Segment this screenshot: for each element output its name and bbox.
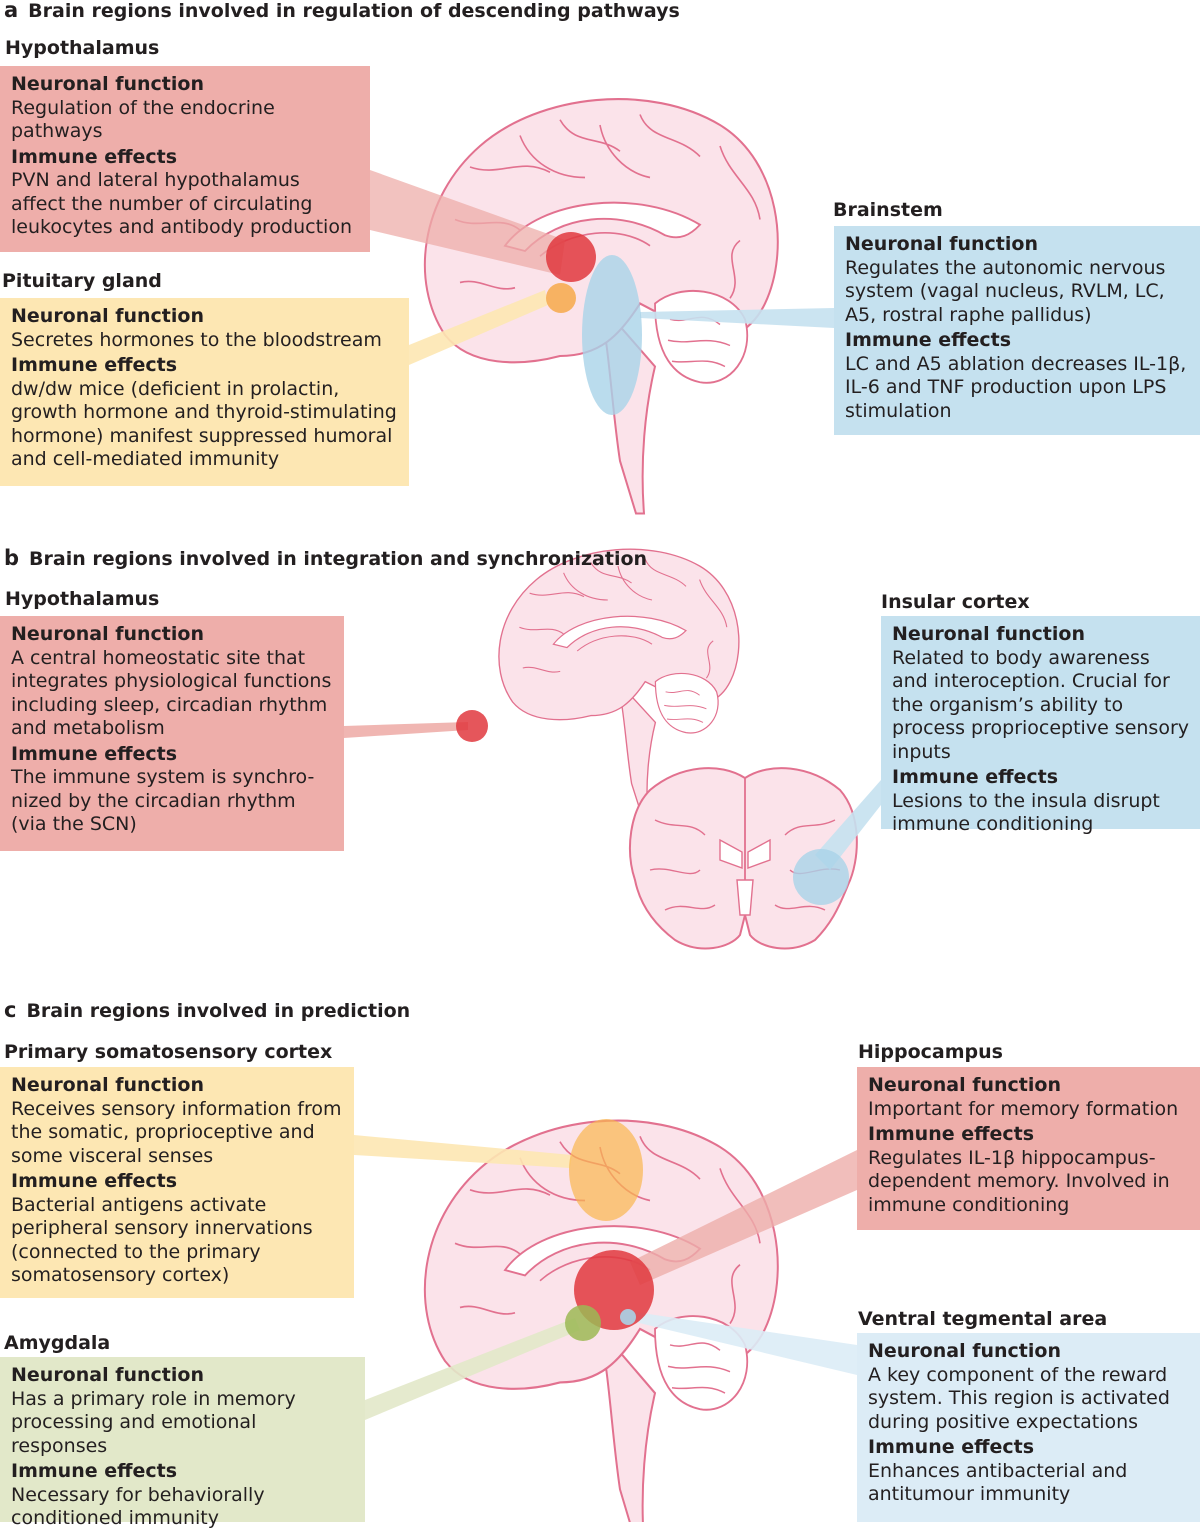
somatosensory-box: Neuronal function Receives sensory infor… xyxy=(0,1067,354,1298)
hippocampus-label: Hippocampus xyxy=(858,1041,1003,1063)
panel-b-letter: b xyxy=(4,546,20,570)
immune-text: Lesions to the insula disrupt immune con… xyxy=(892,789,1160,836)
hypothalamus-a-highlight xyxy=(546,232,596,282)
neuronal-heading: Neuronal function xyxy=(11,305,204,327)
immune-heading: Immune effects xyxy=(11,145,178,168)
immune-text: dw/dw mice (deficient in prolactin, grow… xyxy=(11,377,397,471)
neuronal-heading: Neuronal function xyxy=(11,1074,204,1096)
neuronal-text: Receives sensory information from the so… xyxy=(11,1097,342,1167)
hippocampus-connector xyxy=(630,1150,857,1285)
neuronal-text: Regulates the autonomic nervous system (… xyxy=(845,256,1166,326)
panel-c-title-text: Brain regions involved in prediction xyxy=(26,1000,411,1022)
hypothalamus-a-connector xyxy=(370,170,565,275)
neuronal-text: Related to body awareness and interocept… xyxy=(892,646,1190,763)
immune-heading: Immune effects xyxy=(868,1436,1035,1458)
neuronal-text: Important for memory formation xyxy=(868,1097,1179,1120)
vta-highlight xyxy=(620,1309,636,1325)
somatosensory-highlight xyxy=(569,1119,643,1221)
neuronal-text: Regulation of the endocrine pathways xyxy=(11,96,275,143)
brainstem-box: Neuronal function Regulates the autonomi… xyxy=(834,226,1200,435)
immune-heading: Immune effects xyxy=(11,1170,178,1192)
immune-heading: Immune effects xyxy=(11,742,178,765)
neuronal-heading: Neuronal function xyxy=(11,73,204,95)
immune-text: The immune system is synchro- nized by t… xyxy=(11,766,315,835)
immune-heading: Immune effects xyxy=(892,766,1059,788)
amygdala-label: Amygdala xyxy=(4,1332,111,1354)
neuronal-text: Secretes hormones to the bloodstream xyxy=(11,328,382,351)
insular-highlight xyxy=(793,849,849,905)
neuronal-heading: Neuronal function xyxy=(845,233,1038,255)
brainstem-highlight xyxy=(582,255,642,415)
amygdala-box: Neuronal function Has a primary role in … xyxy=(0,1357,365,1529)
pituitary-connector xyxy=(409,290,548,365)
immune-heading: Immune effects xyxy=(11,1460,178,1482)
immune-text: Enhances antibacterial and antitumour im… xyxy=(868,1459,1128,1506)
insular-label: Insular cortex xyxy=(881,591,1030,613)
insular-box: Neuronal function Related to body awaren… xyxy=(881,616,1200,835)
immune-text: Necessary for behaviorally conditioned i… xyxy=(11,1483,265,1530)
immune-text: Bacterial antigens activate peripheral s… xyxy=(11,1193,313,1287)
somatosensory-connector xyxy=(354,1135,572,1168)
hippocampus-box: Neuronal function Important for memory f… xyxy=(857,1067,1200,1230)
neuronal-text: Has a primary role in memory processing … xyxy=(11,1387,296,1457)
neuronal-heading: Neuronal function xyxy=(892,623,1085,645)
hypothalamus-a-label: Hypothalamus xyxy=(5,37,160,59)
immune-text: Regulates IL-1β hippocampus- dependent m… xyxy=(868,1146,1170,1216)
hypothalamus-b-highlight xyxy=(456,710,488,742)
somatosensory-label: Primary somatosensory cortex xyxy=(4,1041,333,1063)
panel-b-title: b Brain regions involved in integration a… xyxy=(4,546,647,570)
amygdala-connector xyxy=(365,1318,580,1420)
pituitary-label: Pituitary gland xyxy=(2,270,162,292)
amygdala-highlight xyxy=(565,1305,601,1341)
neuronal-heading: Neuronal function xyxy=(868,1340,1061,1362)
panel-a-letter: a xyxy=(4,0,19,22)
immune-text: PVN and lateral hypothalamus affect the … xyxy=(11,169,352,238)
vta-box: Neuronal function A key component of the… xyxy=(857,1333,1200,1522)
pituitary-highlight xyxy=(546,283,576,313)
panel-c-letter: c xyxy=(4,998,17,1022)
panel-c-title: c Brain regions involved in prediction xyxy=(4,998,410,1022)
brainstem-connector xyxy=(640,308,834,328)
immune-heading: Immune effects xyxy=(11,354,178,376)
immune-text: LC and A5 ablation decreases IL-1β, IL-6… xyxy=(845,352,1187,422)
vta-label: Ventral tegmental area xyxy=(858,1308,1108,1330)
panel-a-title: a Brain regions involved in regulation of… xyxy=(4,0,680,22)
immune-heading: Immune effects xyxy=(868,1123,1035,1145)
hypothalamus-a-box: Neuronal function Regulation of the endo… xyxy=(0,66,370,252)
brainstem-label: Brainstem xyxy=(833,199,943,221)
pituitary-box: Neuronal function Secretes hormones to t… xyxy=(0,298,409,486)
hypothalamus-b-label: Hypothalamus xyxy=(5,588,160,610)
neuronal-text: A key component of the reward system. Th… xyxy=(868,1363,1170,1433)
neuronal-text: A central homeostatic site that integrat… xyxy=(11,646,332,740)
vta-connector xyxy=(635,1312,857,1375)
immune-heading: Immune effects xyxy=(845,329,1012,351)
neuronal-heading: Neuronal function xyxy=(11,623,204,645)
hypothalamus-b-box: Neuronal function A central homeostatic … xyxy=(0,616,344,851)
panel-b-title-text: Brain regions involved in integration an… xyxy=(29,548,648,570)
neuronal-heading: Neuronal function xyxy=(11,1364,204,1386)
neuronal-heading: Neuronal function xyxy=(868,1074,1061,1096)
panel-a-title-text: Brain regions involved in regulation of … xyxy=(28,0,680,22)
insular-connector xyxy=(815,780,881,870)
hypothalamus-b-connector xyxy=(344,722,468,738)
